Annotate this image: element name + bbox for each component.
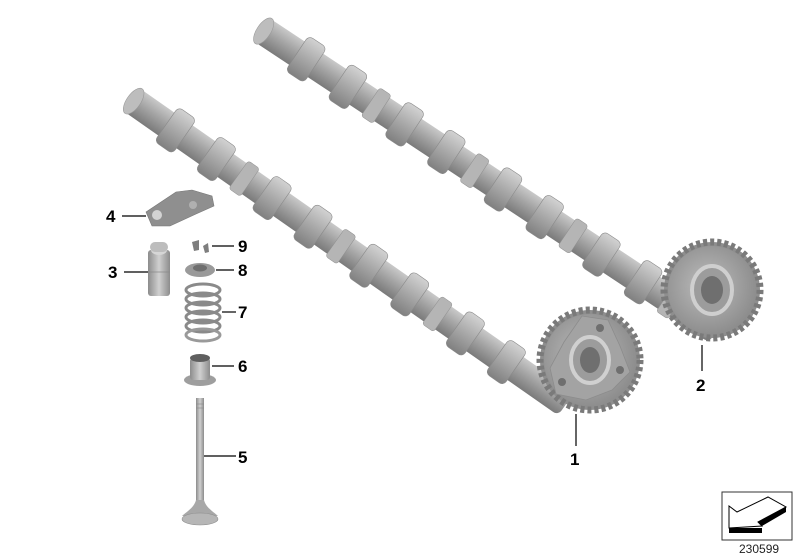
reference-number: 230599 <box>739 542 780 556</box>
gear-2 <box>660 238 764 342</box>
direction-arrow-icon <box>721 491 793 541</box>
spring-retainer <box>185 263 215 277</box>
callout-6: 6 <box>238 357 248 376</box>
valve-spring <box>184 282 222 343</box>
valve-stem-seal <box>184 354 216 386</box>
callout-9: 9 <box>238 237 248 256</box>
callout-8: 8 <box>238 261 248 280</box>
valve <box>181 398 219 526</box>
callout-3: 3 <box>108 263 118 282</box>
callout-5: 5 <box>238 448 248 467</box>
callout-4: 4 <box>106 207 116 226</box>
callout-7: 7 <box>238 303 248 322</box>
rocker-arm <box>145 189 215 227</box>
camshaft-2 <box>253 17 722 341</box>
valve-cotters <box>192 240 209 253</box>
leader-lines <box>122 215 703 457</box>
valve-lifter <box>148 242 170 296</box>
callout-1: 1 <box>570 450 580 469</box>
callout-2: 2 <box>696 376 706 395</box>
camshaft-1 <box>122 87 572 414</box>
gear-1 <box>536 306 644 414</box>
